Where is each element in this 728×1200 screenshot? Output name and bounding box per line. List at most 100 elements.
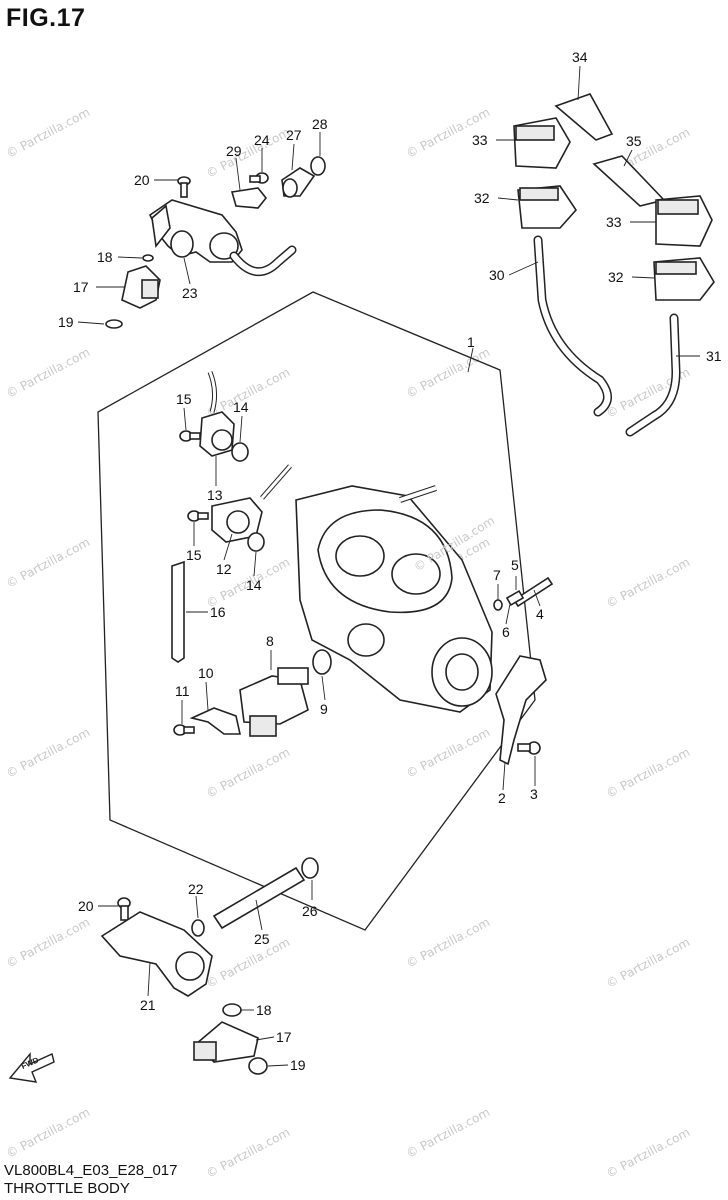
watermark-text: © Partzilla.com: [4, 1105, 92, 1161]
section-title: THROTTLE BODY: [4, 1180, 130, 1197]
throttle-body-main: [295, 485, 493, 713]
screw-20-top: [177, 176, 191, 198]
callout-26: 26: [302, 903, 318, 919]
callout-12: 12: [216, 561, 232, 577]
callout-25: 25: [254, 931, 270, 947]
bracket-10: [189, 707, 241, 735]
plate-29: [230, 187, 268, 209]
callout-8: 8: [266, 633, 274, 649]
screw-15-lower: [187, 510, 209, 522]
callout-19b: 19: [290, 1057, 306, 1073]
callout-20b: 20: [78, 898, 94, 914]
watermark-text: © Partzilla.com: [604, 555, 692, 611]
callout-9: 9: [320, 701, 328, 717]
cap-33-upper: [513, 117, 571, 169]
callout-32a: 32: [474, 190, 490, 206]
callout-14a: 14: [233, 399, 249, 415]
callout-27: 27: [286, 127, 302, 143]
watermark-text: © Partzilla.com: [204, 125, 292, 181]
callout-15a: 15: [176, 391, 192, 407]
callout-1: 1: [467, 334, 475, 350]
screw-24: [249, 172, 269, 184]
screw-3: [517, 741, 541, 755]
callout-5: 5: [511, 557, 519, 573]
connector-32-lower: [653, 257, 715, 301]
sensor-12: [211, 464, 292, 543]
callout-17a: 17: [73, 279, 89, 295]
bracket-35: [592, 155, 666, 207]
callout-23: 23: [182, 285, 198, 301]
watermark-text: © Partzilla.com: [404, 345, 492, 401]
screw-11: [173, 724, 195, 736]
callout-33a: 33: [472, 132, 488, 148]
watermark-text: © Partzilla.com: [604, 935, 692, 991]
model-code: VL800BL4_E03_E28_017: [4, 1162, 178, 1179]
callout-18b: 18: [256, 1002, 272, 1018]
spring-5: [505, 589, 525, 607]
callout-13: 13: [207, 487, 223, 503]
screw-15-upper: [179, 430, 201, 442]
watermark-text: © Partzilla.com: [404, 1105, 492, 1161]
callout-22: 22: [188, 881, 204, 897]
watermark-text: © Partzilla.com: [4, 725, 92, 781]
callout-labels: 1 2 3 4 5 6 7 8 9 10 11 12 13 14 14 15 1…: [58, 49, 722, 1073]
callout-29: 29: [226, 143, 242, 159]
callout-30: 30: [489, 267, 505, 283]
o-ring-19-bottom: [248, 1057, 268, 1075]
assembly-boundary: [97, 291, 536, 931]
callout-33b: 33: [606, 214, 622, 230]
watermark-text: © Partzilla.com: [4, 535, 92, 591]
lever-2: [495, 655, 547, 766]
screw-20-bottom: [117, 897, 131, 921]
o-ring-19-top: [105, 319, 123, 329]
pipe-25: [212, 866, 306, 930]
watermark-text: © Partzilla.com: [404, 915, 492, 971]
lower-fuel-delivery-pipe: [100, 911, 213, 997]
callout-6: 6: [502, 624, 510, 640]
bracket-34: [554, 93, 614, 141]
callout-15b: 15: [186, 547, 202, 563]
washer-7: [493, 599, 503, 611]
sensor-13: [199, 371, 235, 457]
watermark-text: © Partzilla.com: [604, 745, 692, 801]
clamp-16: [171, 560, 185, 663]
callout-4: 4: [536, 606, 544, 622]
connector-32-upper: [517, 185, 578, 229]
joint-27: [281, 167, 316, 198]
watermark-text: © Partzilla.com: [204, 1125, 292, 1181]
watermark-text: © Partzilla.com: [404, 725, 492, 781]
watermark-text: © Partzilla.com: [4, 345, 92, 401]
callout-24: 24: [254, 132, 270, 148]
watermark-text: © Partzilla.com: [4, 915, 92, 971]
callout-19a: 19: [58, 314, 74, 330]
o-ring-26: [301, 857, 319, 879]
hose-31: [625, 313, 681, 437]
upper-fuel-delivery-pipe: [148, 199, 297, 276]
forward-direction-arrow: FWD: [8, 1052, 55, 1083]
o-ring-14-upper: [231, 442, 249, 462]
callout-35: 35: [626, 133, 642, 149]
callout-20a: 20: [134, 172, 150, 188]
leader-lines: [77, 65, 700, 1067]
callout-16: 16: [210, 604, 226, 620]
watermark-text: © Partzilla.com: [604, 1125, 692, 1181]
callout-34: 34: [572, 49, 588, 65]
figure-title: FIG.17: [6, 4, 86, 32]
callout-17b: 17: [276, 1029, 292, 1045]
o-ring-9: [312, 649, 332, 675]
hose-30: [533, 235, 612, 417]
callout-11: 11: [175, 683, 190, 699]
watermark-text: © Partzilla.com: [204, 745, 292, 801]
callout-2: 2: [498, 790, 506, 806]
screw-4: [512, 576, 554, 608]
watermark-text: © Partzilla.com: [204, 935, 292, 991]
callout-18a: 18: [97, 249, 113, 265]
o-ring-18-bottom: [222, 1003, 242, 1017]
cap-33-lower: [655, 195, 713, 247]
callout-31: 31: [706, 348, 722, 364]
callout-28: 28: [312, 116, 328, 132]
o-ring-14-lower: [247, 532, 265, 552]
o-ring-28: [310, 156, 326, 176]
callout-21: 21: [140, 997, 156, 1013]
